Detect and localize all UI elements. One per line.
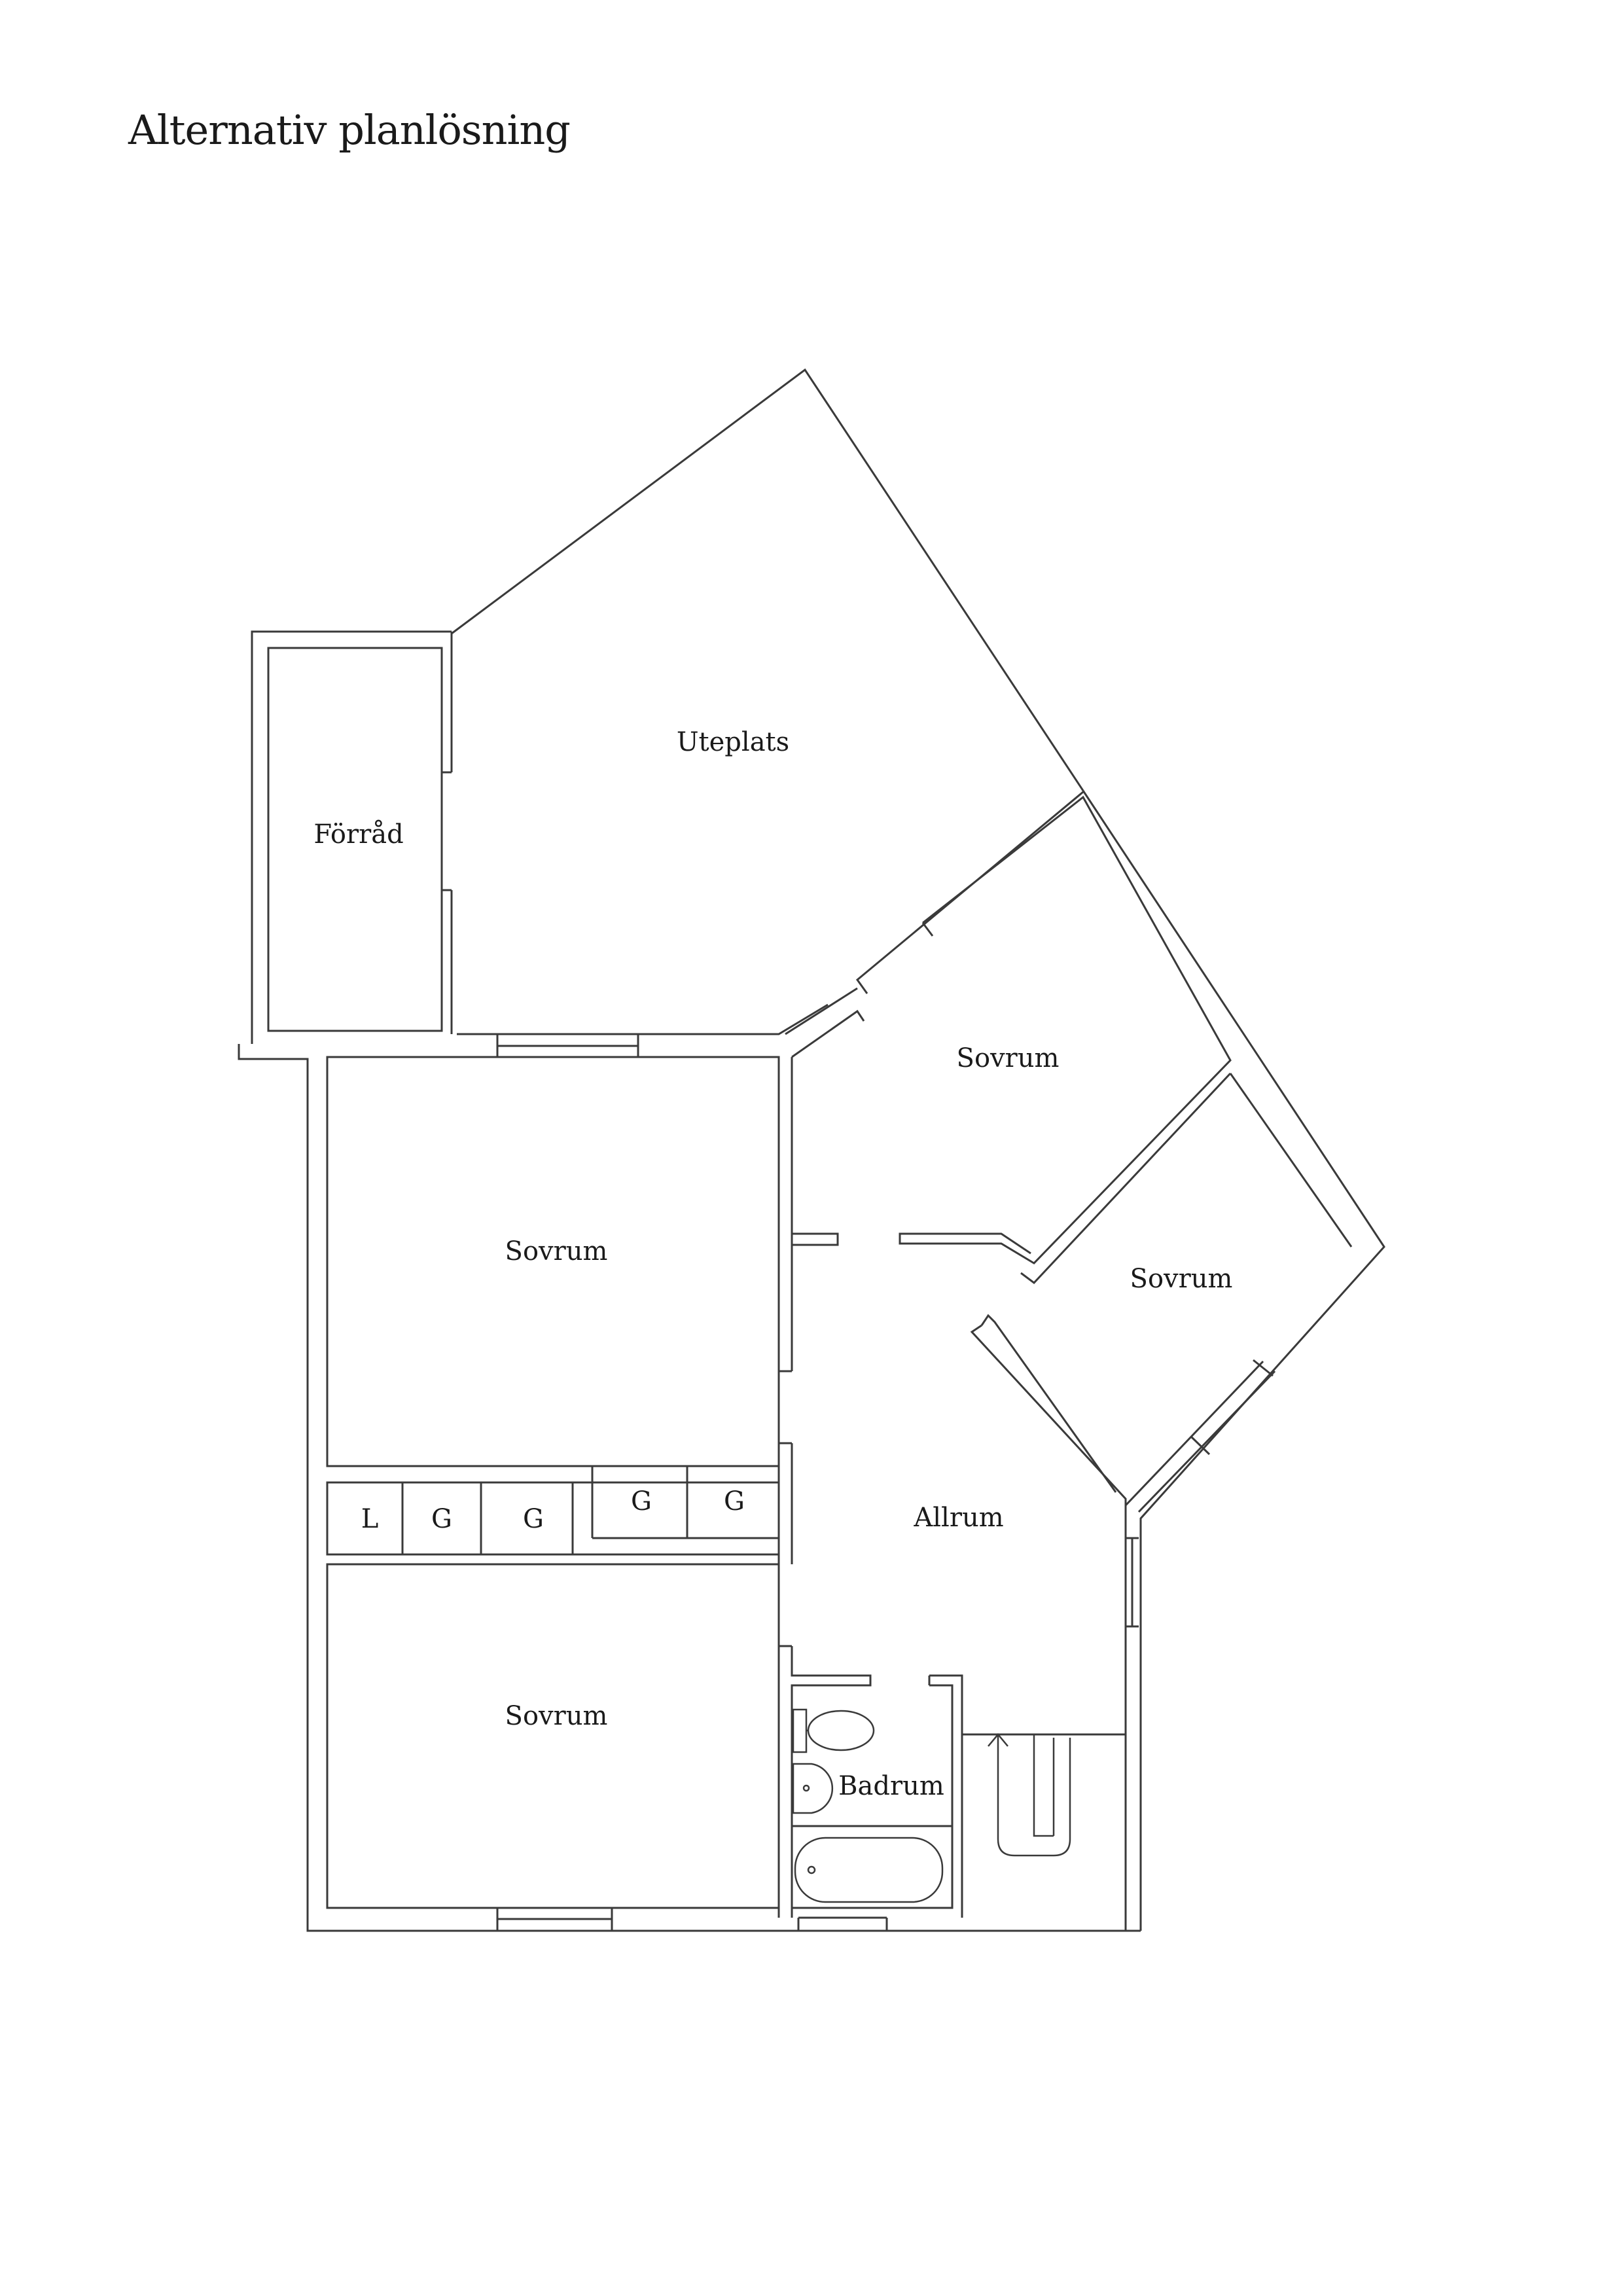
sink-icon [792, 1763, 834, 1814]
room-label-storage: Förråd [313, 819, 403, 850]
page-title: Alternativ planlösning [128, 106, 571, 154]
closet-label: G [724, 1486, 745, 1516]
room-label-bedroom-ne: Sovrum [957, 1043, 1060, 1073]
room-label-bedroom-nw: Sovrum [505, 1236, 608, 1266]
storage-room [238, 630, 1141, 1932]
patio [451, 368, 1084, 1057]
room-label-bedroom-e: Sovrum [1130, 1264, 1233, 1294]
toilet-icon [807, 1710, 875, 1751]
closet-label: G [631, 1486, 652, 1516]
room-label-bedroom-sw: Sovrum [505, 1701, 608, 1731]
closet-label: G [523, 1504, 544, 1534]
closet-label: L [361, 1504, 379, 1534]
toilet-tank-icon [792, 1708, 808, 1753]
room-label-patio: Uteplats [677, 727, 789, 757]
bathtub-icon [794, 1837, 944, 1903]
west-rooms [326, 1056, 839, 1931]
room-label-living-room: Allrum [913, 1503, 1003, 1533]
closet-label: G [431, 1504, 452, 1534]
entrance-stair [962, 1537, 1139, 1857]
room-label-bathroom: Badrum [838, 1771, 944, 1801]
east-wing-walls [785, 790, 1385, 1931]
bathroom [777, 1645, 963, 1931]
